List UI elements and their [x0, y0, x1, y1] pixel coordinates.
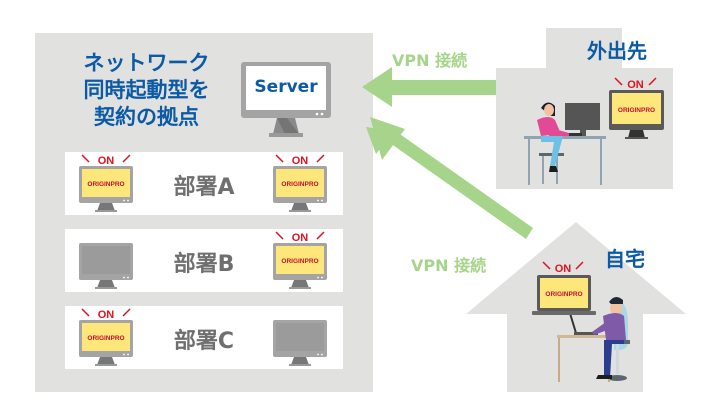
svg-text:ORIGINPRO: ORIGINPRO — [618, 107, 655, 114]
svg-text:ORIGINPRO: ORIGINPRO — [87, 335, 124, 342]
monitor-on-icon: ON ORIGINPRO — [269, 152, 333, 214]
home-laptop-on-icon: ON ORIGINPRO — [532, 261, 596, 315]
svg-text:ORIGINPRO: ORIGINPRO — [281, 258, 318, 265]
department-row-b: 部署B ON ORIGINPRO — [65, 229, 343, 292]
home-label: 自宅 — [605, 247, 645, 271]
server-monitor-icon — [241, 62, 331, 137]
svg-text:ON: ON — [555, 263, 572, 275]
server-label: Server — [254, 77, 318, 97]
department-label: 部署C — [173, 329, 235, 354]
monitor-on-icon: ON ORIGINPRO — [269, 229, 333, 291]
vpn-arrow-home — [366, 117, 533, 239]
title-line-2: 同時起動型を — [83, 78, 210, 102]
outside-monitor-on-icon: ON ORIGINPRO — [609, 77, 664, 139]
monitor-on-icon: ON ORIGINPRO — [75, 152, 139, 214]
vpn-label-outside: VPN 接続 — [392, 51, 468, 70]
outside-building-icon: ON ORIGINPRO — [496, 28, 673, 189]
svg-text:ORIGINPRO: ORIGINPRO — [545, 291, 582, 298]
department-row-c: ON ORIGINPRO 部署C — [65, 306, 343, 369]
outside-label: 外出先 — [587, 39, 647, 63]
svg-text:ON: ON — [98, 155, 115, 167]
title-line-3: 契約の拠点 — [94, 105, 199, 129]
svg-text:ON: ON — [292, 155, 309, 167]
svg-text:ON: ON — [292, 232, 309, 244]
monitor-off-icon — [269, 306, 333, 368]
monitor-on-icon: ON ORIGINPRO — [75, 306, 139, 368]
home-house-icon: ON ORIGINPRO — [466, 222, 686, 392]
svg-text:ON: ON — [98, 309, 115, 321]
svg-text:ON: ON — [627, 79, 644, 91]
headquarters-title: ネットワーク 同時起動型を 契約の拠点 — [64, 50, 229, 131]
vpn-arrow-outside — [362, 67, 496, 107]
svg-text:ORIGINPRO: ORIGINPRO — [87, 181, 124, 188]
department-row-a: ON ORIGINPRO 部署A ON ORIGINPRO — [65, 152, 343, 215]
department-label: 部署B — [173, 252, 235, 277]
monitor-off-icon — [75, 229, 139, 291]
title-line-1: ネットワーク — [83, 51, 210, 75]
department-label: 部署A — [173, 175, 235, 200]
vpn-label-home: VPN 接続 — [411, 256, 487, 275]
svg-text:ORIGINPRO: ORIGINPRO — [281, 181, 318, 188]
